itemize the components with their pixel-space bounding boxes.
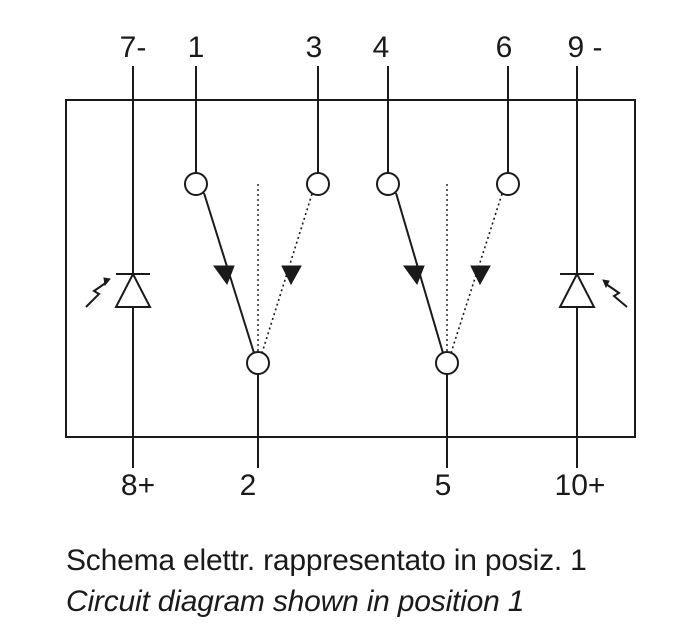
switch-2-common-contact	[435, 351, 459, 375]
switch-1-contact-1	[184, 172, 208, 196]
right-led-triangle	[558, 271, 596, 308]
switch-2-arrow-right-icon	[470, 265, 491, 286]
pin-label-1: 1	[188, 31, 205, 64]
top-pin-labels: 7- 1 3 4 6 9 -	[120, 31, 603, 64]
housing-box	[65, 99, 636, 438]
right-light-arrow-icon	[605, 283, 628, 308]
pin-label-4: 4	[373, 31, 390, 64]
switch-2-contact-4	[376, 172, 400, 196]
pin-label-5: 5	[435, 469, 452, 502]
pin-label-3: 3	[306, 31, 323, 64]
switch-1	[184, 66, 330, 468]
pin-label-2: 2	[240, 469, 257, 502]
right-led	[558, 66, 628, 468]
pin-label-8: 8+	[121, 469, 155, 502]
switch-1-arrow-left-icon	[213, 265, 235, 286]
left-led	[85, 66, 152, 468]
pin-label-6: 6	[496, 31, 513, 64]
left-light-arrow-icon	[85, 281, 108, 308]
bottom-pin-labels: 8+ 2 5 10+	[121, 469, 606, 502]
right-light-arrowhead-icon	[602, 279, 610, 289]
switch-2-arrow-left-icon	[403, 265, 425, 286]
pin-label-7: 7-	[120, 31, 147, 64]
switch-2	[376, 66, 520, 468]
switch-1-contact-3	[306, 172, 330, 196]
caption-italian: Schema elettr. rappresentato in posiz. 1	[66, 544, 587, 577]
switch-1-common-contact	[246, 351, 270, 375]
caption-english: Circuit diagram shown in position 1	[66, 585, 525, 618]
switch-2-contact-6	[496, 172, 520, 196]
pin-label-10: 10+	[555, 469, 606, 502]
left-light-arrowhead-icon	[103, 277, 111, 287]
switch-1-arrow-right-icon	[281, 265, 302, 286]
pin-label-9: 9 -	[567, 31, 602, 64]
left-led-triangle	[114, 271, 152, 308]
